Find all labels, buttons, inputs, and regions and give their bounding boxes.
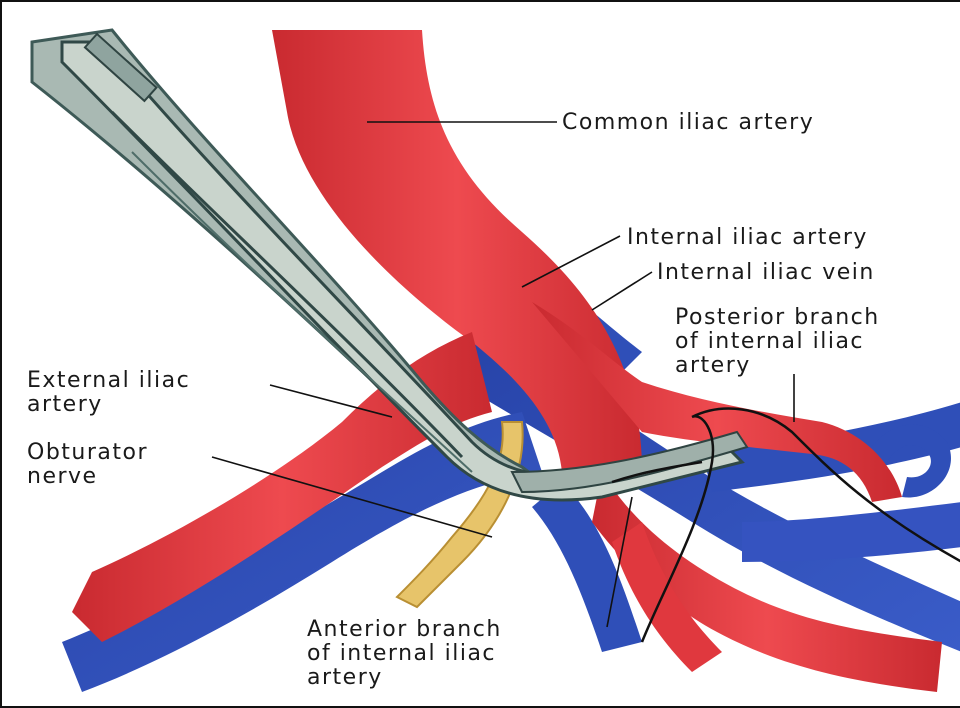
label-external-iliac-2: artery — [27, 394, 103, 416]
label-anterior-branch-1: Anterior branch — [307, 619, 502, 641]
label-posterior-branch-1: Posterior branch — [675, 307, 880, 329]
label-external-iliac-1: External iliac — [27, 370, 190, 392]
label-posterior-branch-2: of internal iliac — [675, 331, 864, 353]
label-internal-iliac-artery: Internal iliac artery — [627, 227, 868, 249]
label-anterior-branch-2: of internal iliac — [307, 643, 496, 665]
label-obturator-2: nerve — [27, 466, 98, 488]
leader-internal-iliac-vein — [592, 272, 652, 310]
label-obturator-1: Obturator — [27, 442, 148, 464]
label-common-iliac-artery: Common iliac artery — [562, 112, 814, 134]
vein-branch-right-lower — [742, 502, 960, 562]
label-posterior-branch-3: artery — [675, 355, 751, 377]
label-internal-iliac-vein: Internal iliac vein — [657, 262, 875, 284]
label-anterior-branch-3: artery — [307, 667, 383, 689]
